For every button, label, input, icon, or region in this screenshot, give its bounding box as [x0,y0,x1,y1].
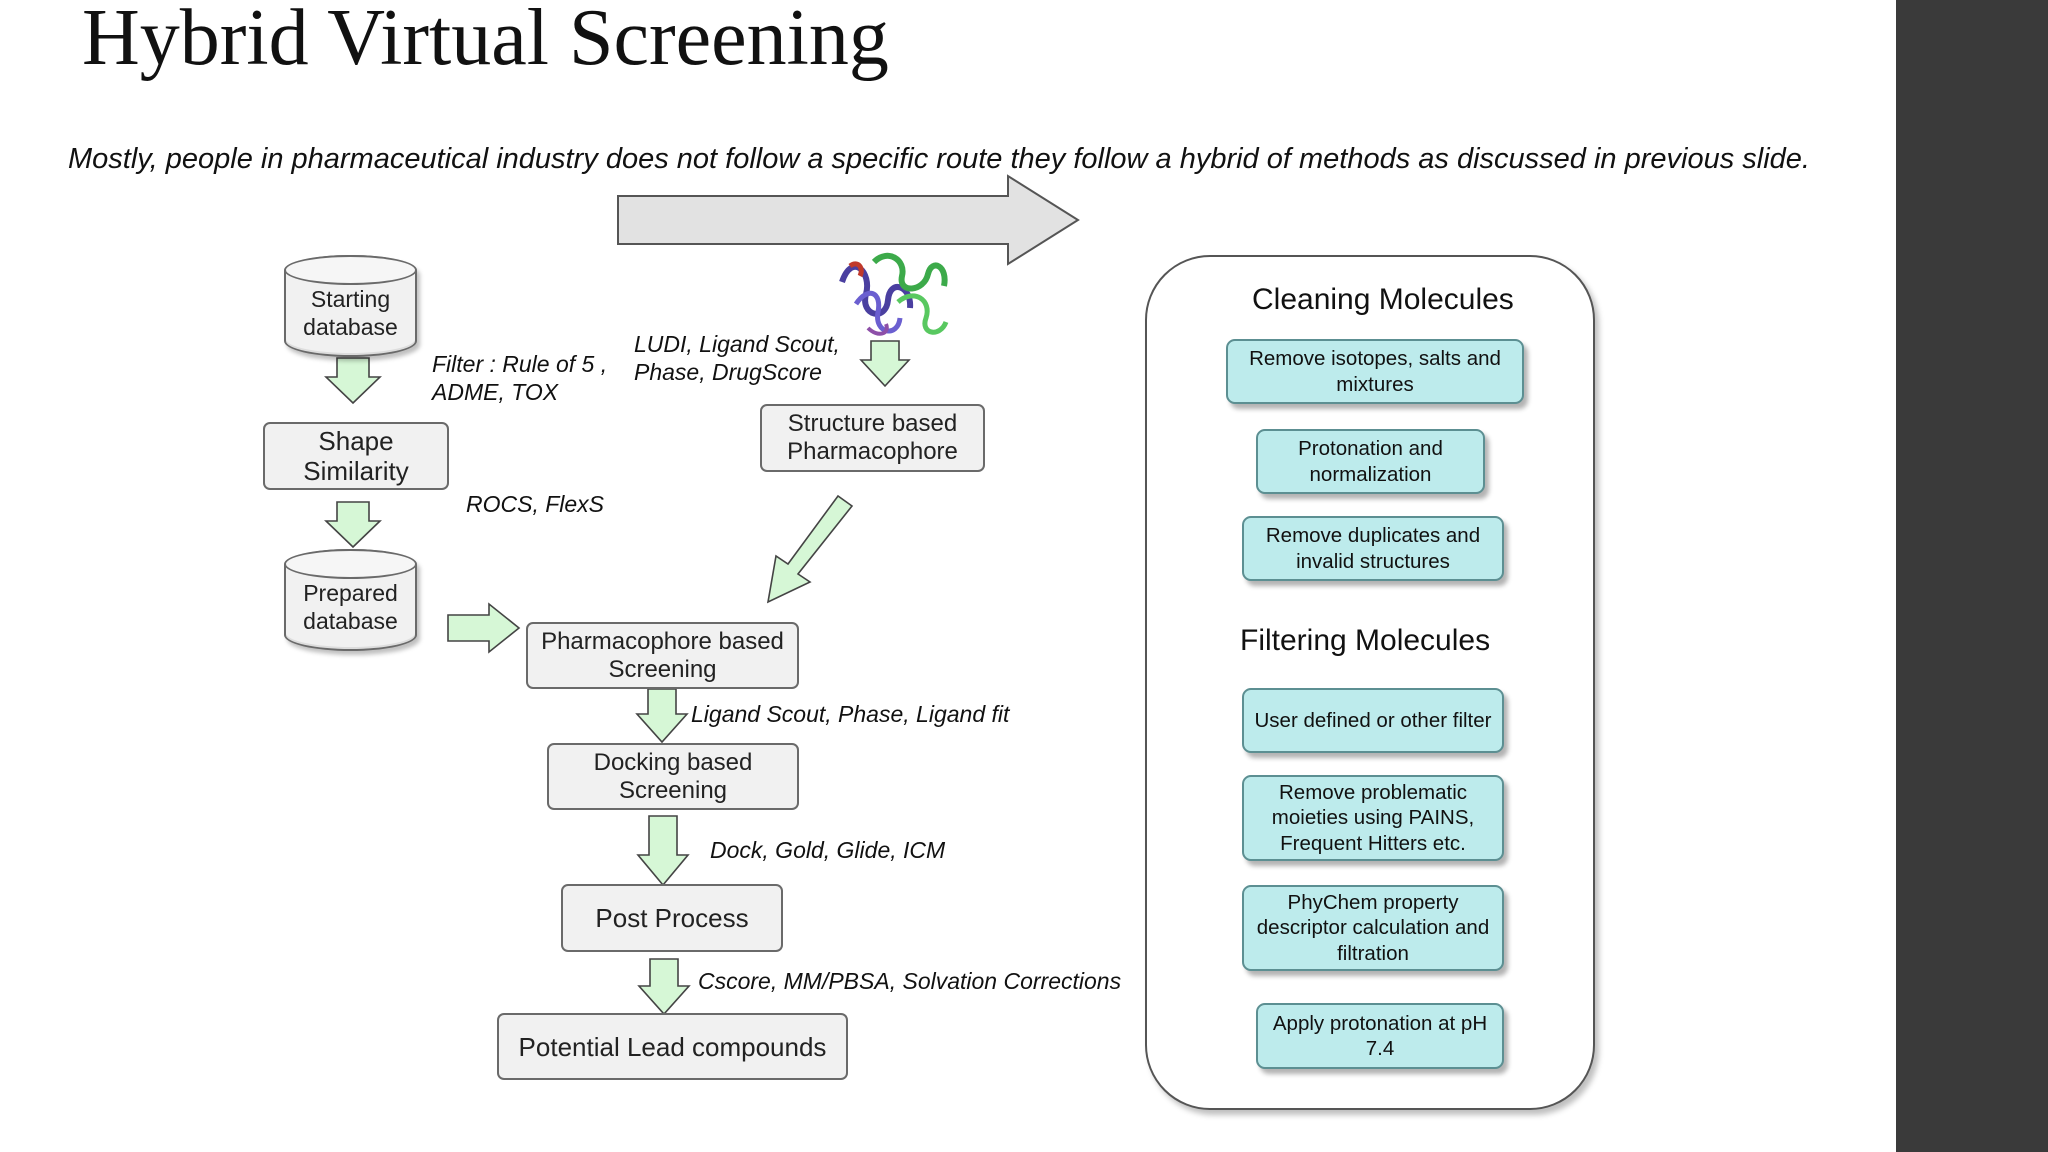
lead-compounds-node: Potential Lead compounds [497,1013,848,1080]
starting-database: Starting database [284,255,417,357]
cleaning-item: Remove isotopes, salts and mixtures [1226,339,1524,404]
down-arrow-icon [636,815,690,887]
prepared-database-label: Prepared database [303,580,398,634]
cleaning-item: Remove duplicates and invalid structures [1242,516,1504,581]
down-arrow-icon [637,958,691,1016]
slide-sidebar [1896,0,2048,1152]
cleaning-heading: Cleaning Molecules [1252,283,1514,316]
filter-label: Filter : Rule of 5 , [432,351,608,377]
ludi-label-2: Phase, DrugScore [634,359,822,385]
cleaning-item: Protonation and normalization [1256,429,1485,494]
filtering-item: User defined or other filter [1242,688,1504,753]
down-arrow-icon [324,501,382,549]
filtering-item: PhyChem property descriptor calculation … [1242,885,1504,971]
filtering-item: Apply protonation at pH 7.4 [1256,1003,1504,1069]
down-arrow-icon [859,340,911,388]
protein-structure-icon [839,253,949,336]
ligand-label: Ligand Scout, Phase, Ligand fit [691,701,1010,727]
shape-similarity-node: Shape Similarity [263,422,449,490]
cscore-label: Cscore, MM/PBSA, Solvation Corrections [698,968,1122,994]
docking-screening-node: Docking based Screening [547,743,799,810]
filtering-heading: Filtering Molecules [1240,624,1491,657]
right-arrow-icon [447,602,521,654]
down-arrow-icon [635,688,689,744]
filtering-item: Remove problematic moieties using PAINS,… [1242,775,1504,861]
dock-label: Dock, Gold, Glide, ICM [710,837,946,863]
hybrid-arrow-icon [617,174,1080,266]
post-process-node: Post Process [561,884,783,952]
structure-pharmacophore-node: Structure based Pharmacophore [760,404,985,472]
filter-label-2: ADME, TOX [432,379,559,405]
ludi-label: LUDI, Ligand Scout, [634,331,840,357]
slide-subtitle: Mostly, people in pharmaceutical industr… [68,143,1810,175]
diagonal-arrow-icon [766,494,854,604]
down-arrow-icon [324,357,382,405]
prepared-database: Prepared database [284,549,417,651]
pharmacophore-screening-node: Pharmacophore based Screening [526,622,799,689]
slide-title: Hybrid Virtual Screening [82,0,889,82]
starting-database-label: Starting database [303,286,398,340]
rocs-label: ROCS, FlexS [466,491,605,517]
